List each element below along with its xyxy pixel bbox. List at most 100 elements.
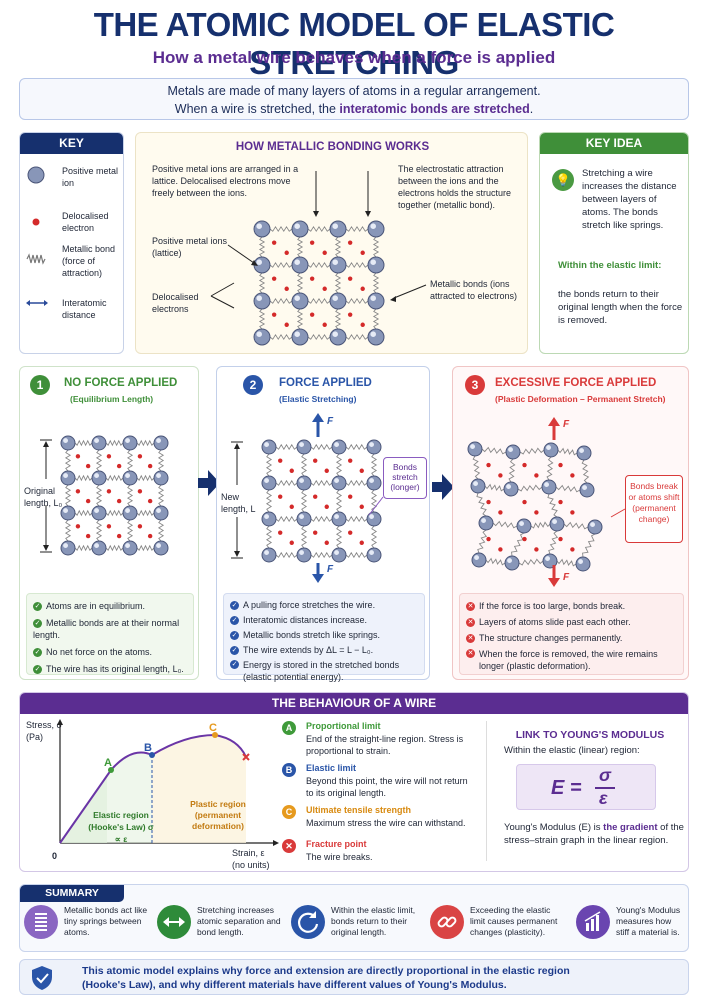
legend-title: Ultimate tensile strength [306, 805, 412, 815]
electron [498, 510, 503, 515]
bond-spring [345, 551, 368, 559]
bar-chart-icon [576, 905, 610, 939]
ion-highlight [370, 295, 376, 301]
ion-highlight [519, 521, 524, 526]
stage-2-point: ✓Energy is stored in the stretched bonds… [230, 660, 400, 682]
footer-line-1: This atomic model explains why force and… [82, 965, 570, 977]
footer-line-2: (Hooke's Law), and why different materia… [82, 979, 507, 991]
bond-spring [136, 439, 155, 447]
ion-highlight [473, 481, 478, 486]
legend-item: ✕ Fracture point The wire breaks. [282, 831, 478, 862]
stage-2-number: 2 [243, 375, 263, 395]
legend-badge: A [282, 721, 296, 735]
metal-ion [367, 220, 385, 238]
bond-spring [546, 456, 554, 481]
electron [313, 458, 318, 463]
bond-spring [581, 459, 590, 484]
electron [360, 286, 365, 291]
electron [289, 504, 294, 509]
intro-text: When a wire is stretched, the [174, 102, 340, 116]
key-title: KEY [20, 133, 123, 154]
key-idea-subhead: Within the elastic limit: [558, 260, 662, 271]
metal-ion [505, 444, 521, 460]
electron [85, 498, 91, 504]
metal-ion [60, 435, 76, 451]
electron [322, 322, 327, 327]
electron [486, 536, 491, 542]
electron [313, 530, 318, 535]
stage-2-callout: Bonds stretch (longer) [383, 457, 427, 499]
bond-spring [275, 515, 298, 523]
summary-text: Young's Modulus measures how stiff a mat… [616, 905, 681, 937]
stage-3-point: ✕When the force is removed, the wire rem… [466, 649, 658, 671]
key-idea-text2: the bonds return to their original lengt… [558, 289, 683, 326]
electron [486, 462, 491, 468]
bond-spring [300, 525, 308, 549]
stage-2-force-top: F [327, 416, 334, 427]
summary-text: Within the elastic limit, bonds return t… [331, 905, 416, 937]
electron [147, 498, 153, 504]
metal-ion [366, 439, 382, 455]
metal-ion [541, 479, 557, 495]
metal-ion [261, 475, 277, 491]
young-subtitle: Within the elastic (linear) region: [504, 745, 640, 756]
stage-2-length-label: New length, L [221, 492, 256, 514]
ion-highlight [63, 473, 68, 478]
ion-highlight [578, 559, 583, 564]
bond-spring [335, 489, 343, 513]
formula-denominator: ε [599, 788, 608, 808]
electron [271, 240, 277, 245]
force-down-arrow-icon [312, 563, 324, 583]
intro-text-end: . [529, 102, 534, 116]
ion-highlight [299, 514, 304, 519]
electron [348, 494, 353, 499]
bond-spring [126, 484, 134, 507]
electron [116, 533, 122, 539]
stage-2-panel: 2 FORCE APPLIED (Elastic Stretching) New… [216, 366, 430, 682]
ion-highlight [370, 223, 376, 229]
ion-highlight [299, 442, 304, 447]
electron [558, 462, 563, 468]
stage-3-callout: Bonds break or atoms shift (permanent ch… [625, 475, 683, 543]
metal-ion [261, 439, 277, 455]
legend-badge: C [282, 805, 296, 819]
stage-1-subtitle: (Equilibrium Length) [70, 394, 154, 404]
lightbulb-icon: 💡 [552, 169, 574, 191]
electron [322, 286, 327, 291]
electron [347, 276, 353, 281]
bond-spring [296, 272, 304, 294]
key-label-bond: Metallic bond (force of attraction) [62, 244, 116, 278]
shield-icon [30, 965, 54, 991]
bond-spring [275, 551, 298, 559]
bond-spring [74, 439, 93, 447]
young-title: LINK TO YOUNG'S MODULUS [515, 729, 665, 741]
behaviour-title: THE BEHAVIOUR OF A WIRE [20, 693, 688, 714]
bond-spring [157, 484, 165, 507]
bond-spring [307, 261, 331, 269]
metal-ion [367, 292, 385, 310]
metal-ion [296, 475, 312, 491]
bond-spring [345, 225, 369, 233]
legend-item: A Proportional limit End of the straight… [282, 721, 478, 759]
stage-2-subtitle: (Elastic Stretching) [279, 394, 357, 404]
intro-line-1: Metals are made of many layers of atoms … [167, 84, 541, 98]
electron [313, 494, 318, 499]
electron [116, 498, 122, 504]
ion-highlight [369, 550, 374, 555]
bond-spring [275, 443, 298, 451]
bond-spring [126, 449, 134, 472]
ion-highlight [63, 438, 68, 443]
bond-spring [372, 236, 380, 258]
electron [322, 250, 327, 255]
stage-3-point: ✕Layers of atoms slide past each other. [466, 617, 631, 628]
footer-text: This atomic model explains why force and… [82, 964, 682, 992]
metal-ion [367, 328, 385, 346]
metal-ion [329, 328, 347, 346]
key-idea-text: Stretching a wire increases the distance… [582, 168, 677, 231]
electron [360, 250, 365, 255]
metal-ion [291, 292, 309, 310]
electron [309, 240, 315, 245]
bond-spring [345, 479, 368, 487]
ion-highlight [299, 478, 304, 483]
bond-spring [275, 479, 298, 487]
